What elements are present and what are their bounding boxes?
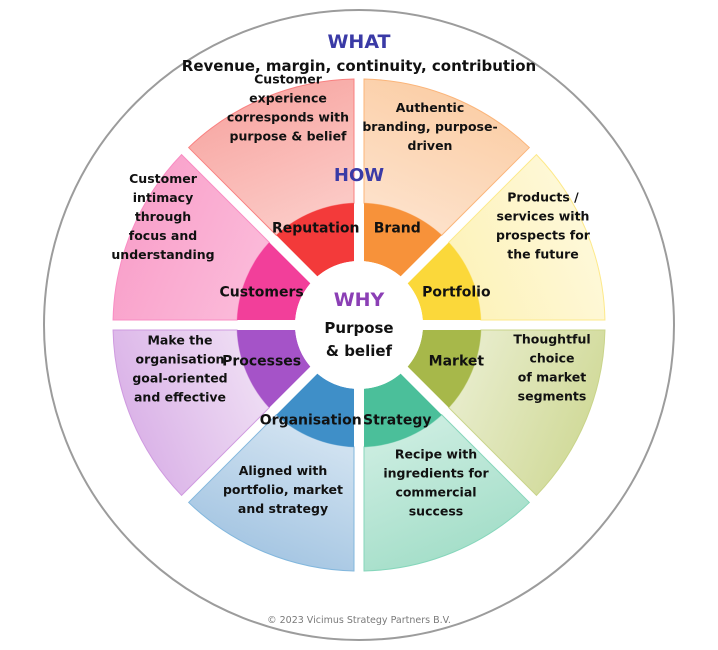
outer-label-customers: understanding	[111, 247, 214, 262]
inner-label-market: Market	[429, 353, 485, 369]
how-title: HOW	[334, 165, 384, 186]
outer-label-customers: Customer	[129, 171, 198, 186]
outer-label-strategy: success	[409, 504, 464, 519]
segment-inner-reputation	[276, 203, 355, 277]
outer-label-market: Thoughtful	[513, 332, 590, 347]
labels-layer: Brand Authentic branding, purpose-drivenPo…	[111, 72, 590, 519]
why-line-2: & belief	[326, 342, 393, 360]
outer-label-portfolio: the future	[507, 247, 579, 262]
inner-label-processes: Processes	[222, 353, 301, 369]
outer-label-organisation: Aligned with	[239, 463, 328, 478]
outer-label-portfolio: services with	[497, 209, 590, 224]
outer-label-strategy: commercial	[395, 485, 476, 500]
segment-inner-brand	[363, 203, 442, 277]
why-title: WHY	[334, 289, 385, 311]
outer-label-reputation: purpose & belief	[230, 129, 348, 144]
why-center-circle	[295, 261, 423, 389]
outer-label-market: choice	[529, 351, 574, 366]
outer-label-market: of market	[518, 370, 586, 385]
outer-label-processes: organisation	[136, 352, 225, 367]
outer-label-brand: branding, purpose-	[362, 119, 497, 134]
segment-inner-organisation	[276, 373, 355, 447]
outer-label-brand: Authentic	[396, 100, 465, 115]
segment-inner-customers	[237, 242, 311, 321]
outer-label-customers: through	[135, 209, 191, 224]
segment-inner-portfolio	[407, 242, 481, 321]
outer-label-organisation: portfolio, market	[223, 482, 343, 497]
copyright-text: © 2023 Vicimus Strategy Partners B.V.	[267, 615, 451, 626]
segments-layer	[112, 78, 606, 572]
what-title: WHAT	[327, 31, 390, 53]
segment-inner-processes	[237, 329, 311, 408]
outer-label-portfolio: Products /	[507, 190, 579, 205]
inner-label-portfolio: Portfolio	[422, 285, 491, 301]
outer-label-customers: intimacy	[133, 190, 193, 205]
outer-label-strategy: Recipe with	[395, 447, 477, 462]
inner-label-reputation: Reputation	[272, 221, 359, 237]
outer-label-processes: and effective	[134, 390, 226, 405]
outer-label-processes: goal-oriented	[132, 371, 227, 386]
segment-inner-strategy	[363, 373, 442, 447]
outer-label-reputation: Customer	[254, 72, 323, 87]
outer-label-reputation: experience	[249, 91, 327, 106]
outer-label-portfolio: prospects for	[496, 228, 591, 243]
what-subtitle: Revenue, margin, continuity, contributio…	[182, 57, 536, 75]
outer-label-brand: driven	[408, 138, 453, 153]
why-line-1: Purpose	[324, 319, 393, 337]
segment-inner-market	[407, 329, 481, 408]
inner-label-strategy: Strategy	[363, 412, 431, 428]
outer-label-market: segments	[518, 389, 587, 404]
outer-label-customers: focus and	[129, 228, 197, 243]
inner-label-customers: Customers	[220, 285, 304, 301]
inner-label-organisation: Organisation	[260, 412, 362, 428]
outer-label-reputation: corresponds with	[227, 110, 349, 125]
inner-label-brand: Brand	[374, 221, 421, 237]
outer-label-processes: Make the	[147, 333, 212, 348]
outer-label-strategy: ingredients for	[383, 466, 489, 481]
outer-label-organisation: and strategy	[238, 501, 328, 516]
